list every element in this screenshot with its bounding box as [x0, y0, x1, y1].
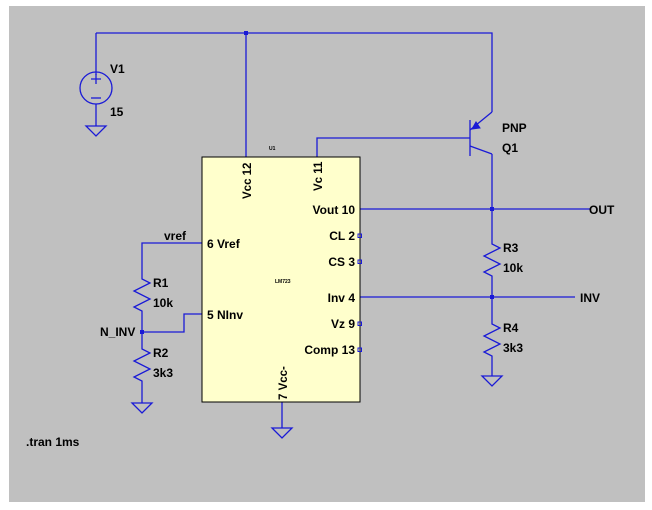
open-pin-marker: [357, 347, 362, 352]
resistor-r4[interactable]: [482, 320, 502, 360]
junction-dot: [244, 31, 248, 35]
resistor-r2[interactable]: [132, 345, 152, 385]
open-pin-markers: [357, 233, 362, 352]
pin-cs3-label: CS 3: [328, 255, 355, 269]
transistor-q1[interactable]: [469, 111, 493, 156]
wire-top-rail: [96, 32, 493, 112]
ic-ref: U1: [269, 146, 276, 152]
pin-cl2-label: CL 2: [329, 229, 355, 243]
ic-lm723[interactable]: [201, 156, 361, 403]
pin-vout10-label: Vout 10: [313, 203, 356, 217]
ground-icon: [130, 402, 154, 414]
pin-vref6-label: 6 Vref: [207, 237, 241, 251]
ground-icon: [480, 375, 504, 387]
net-label-vref: vref: [164, 229, 187, 243]
wire-vref-net: [141, 242, 202, 275]
pin-vc11-label: Vc 11: [313, 161, 325, 191]
resistor-r1[interactable]: [132, 275, 152, 316]
net-label-out: OUT: [589, 203, 615, 217]
pin-ninv5-label: 5 NInv: [207, 308, 243, 322]
wire-vc11: [316, 137, 470, 157]
spice-directive[interactable]: .tran 1ms: [26, 435, 80, 449]
q1-emitter-arrow-icon: [471, 121, 481, 130]
junctions: [140, 31, 494, 334]
q1-name: Q1: [502, 141, 518, 155]
voltage-source-v1[interactable]: [79, 71, 113, 137]
q1-type: PNP: [502, 121, 527, 135]
r3-value: 10k: [503, 261, 523, 275]
open-pin-marker: [357, 233, 362, 238]
r4-value: 3k3: [503, 341, 523, 355]
r4-name: R4: [503, 321, 519, 335]
ground-icon: [270, 427, 294, 439]
open-pin-marker: [357, 321, 362, 326]
pin-vcc12-label: Vcc 12: [242, 163, 254, 199]
ground-icon: [84, 125, 108, 137]
net-label-inv: INV: [580, 291, 600, 305]
r3-name: R3: [503, 241, 519, 255]
pin-vccneg-label: 7 Vcc-: [278, 366, 290, 400]
plus-icon: [91, 74, 101, 84]
open-pin-marker: [357, 259, 362, 264]
q1-collector-leg: [469, 145, 493, 155]
r1-value: 10k: [153, 296, 173, 310]
junction-dot: [490, 295, 494, 299]
v1-name: V1: [110, 62, 125, 76]
pin-inv4-label: Inv 4: [328, 291, 356, 305]
wire-ninv-net: [142, 313, 202, 333]
net-label-n-inv: N_INV: [100, 325, 135, 339]
r2-value: 3k3: [153, 366, 173, 380]
junction-dot: [140, 330, 144, 334]
r1-name: R1: [153, 276, 169, 290]
resistor-r3[interactable]: [482, 240, 502, 281]
pin-vz9-label: Vz 9: [331, 317, 355, 331]
pin-comp13-label: Comp 13: [304, 343, 355, 357]
v1-value: 15: [110, 105, 124, 119]
ic-body: [201, 156, 361, 403]
r2-name: R2: [153, 346, 169, 360]
junction-dot: [490, 207, 494, 211]
ic-part: LM723: [275, 279, 291, 285]
